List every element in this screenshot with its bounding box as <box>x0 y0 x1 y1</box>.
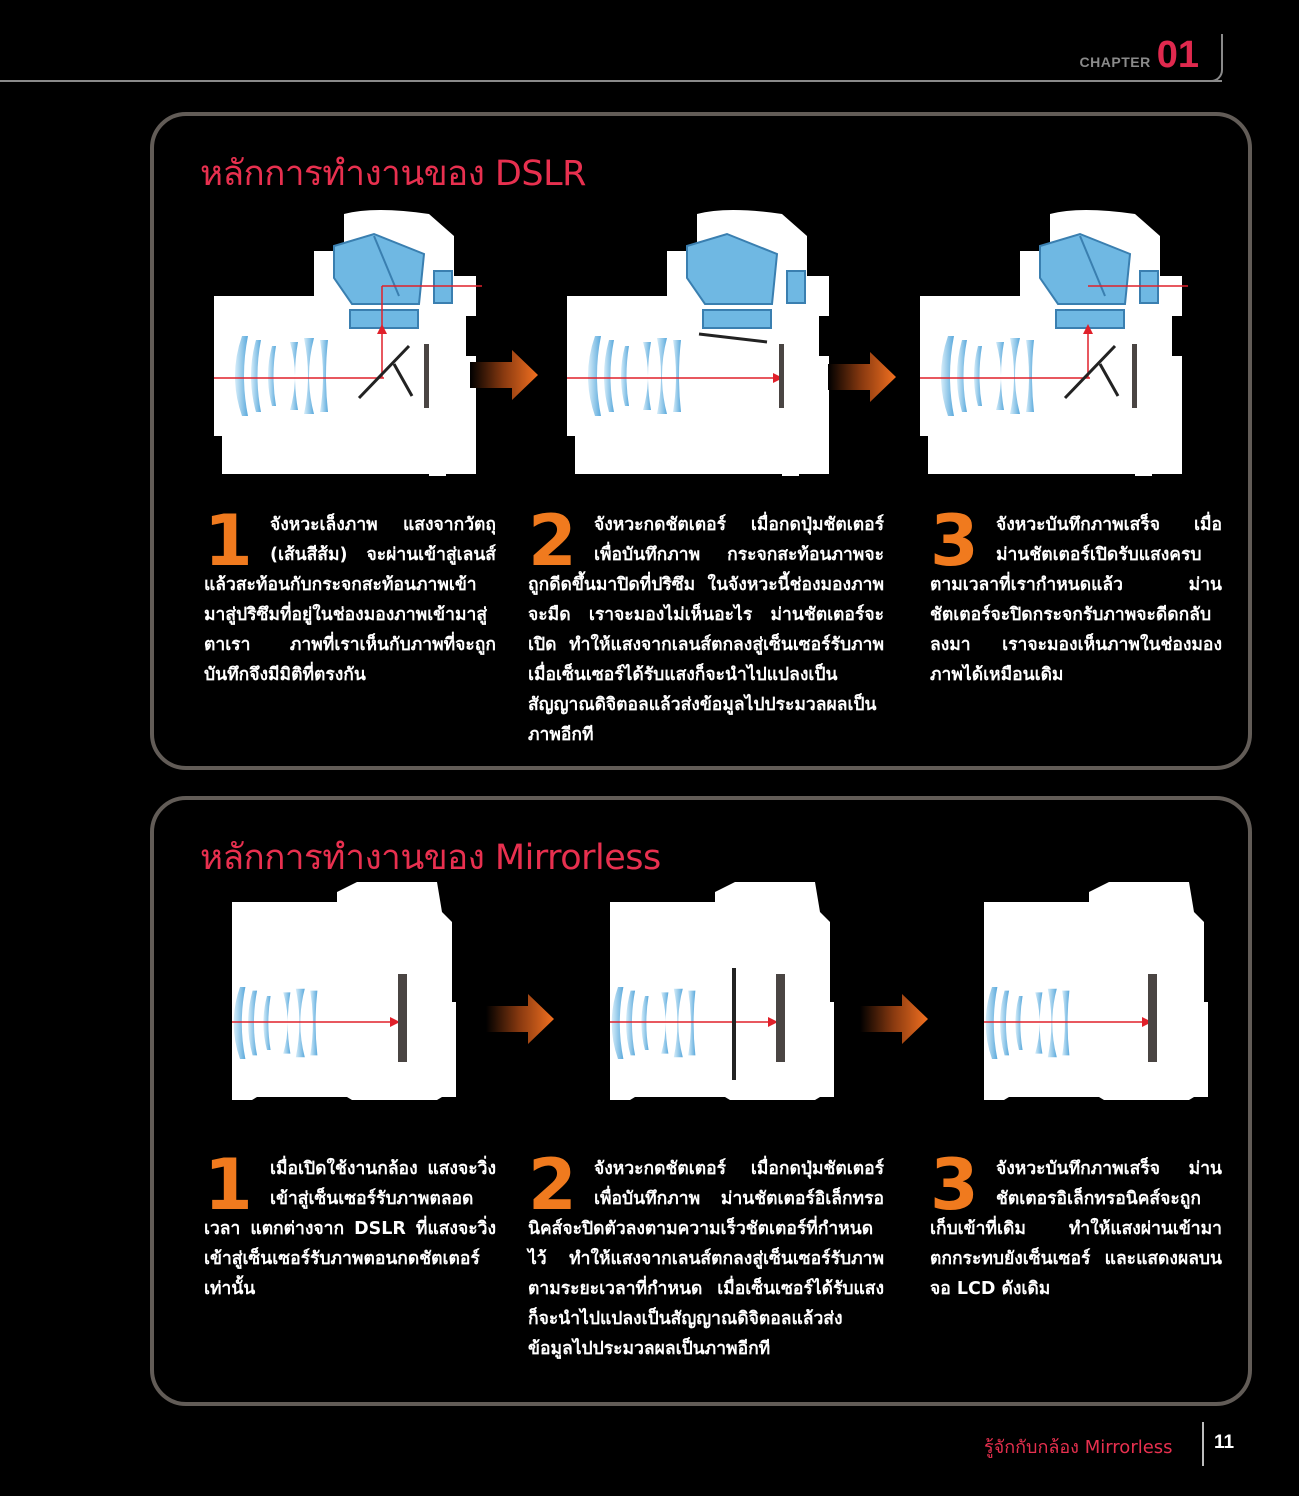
step-number: 3 <box>930 1144 979 1226</box>
step-number: 2 <box>528 1144 577 1226</box>
chapter-marker: CHAPTER 01 <box>1080 36 1199 74</box>
mirrorless-diagram-shutter <box>610 882 840 1104</box>
step-number: 1 <box>204 500 253 582</box>
mirrorless-panel: หลักการทำงานของ Mirrorless <box>150 796 1252 1406</box>
step-text: จังหวะกดชัตเตอร์ เมื่อกดปุ่มชัตเตอร์เพื่… <box>528 1159 884 1359</box>
dslr-diagram-complete <box>920 206 1195 486</box>
dslr-diagram-viewing <box>214 206 489 486</box>
mirrorless-step-1: 1 เมื่อเปิดใช้งานกล้อง แสงจะวิ่งเข้าสู่เ… <box>204 1150 496 1304</box>
header-rule-hook <box>1205 34 1223 82</box>
step-text: จังหวะเล็งภาพ แสงจากวัตถุ (เส้นสีส้ม) จะ… <box>204 515 496 685</box>
step-text: จังหวะกดชัตเตอร์ เมื่อกดปุ่มชัตเตอร์เพื่… <box>528 515 884 745</box>
step-number: 1 <box>204 1144 253 1226</box>
mirrorless-arrow-1 <box>486 994 554 1044</box>
mirrorless-diagram-complete <box>984 882 1214 1104</box>
dslr-diagram-shutter <box>567 206 842 486</box>
step-text: จังหวะบันทึกภาพเสร็จ ม่านชัตเตอรอิเล็กทร… <box>930 1159 1222 1299</box>
footer-divider <box>1202 1422 1204 1466</box>
chapter-number: 01 <box>1156 34 1199 76</box>
footer-book-title: รู้จักกับกล้อง Mirrorless <box>984 1437 1173 1458</box>
page-number: 11 <box>1214 1432 1235 1453</box>
mirrorless-title: หลักการทำงานของ Mirrorless <box>200 838 661 878</box>
mirrorless-step-3: 3 จังหวะบันทึกภาพเสร็จ ม่านชัตเตอรอิเล็ก… <box>930 1150 1222 1304</box>
dslr-title: หลักการทำงานของ DSLR <box>200 154 586 194</box>
chapter-label: CHAPTER <box>1079 54 1151 70</box>
step-number: 2 <box>528 500 577 582</box>
header-rule <box>0 80 1222 82</box>
step-text: จังหวะบันทึกภาพเสร็จ เมื่อม่านชัตเตอร์เป… <box>930 515 1222 685</box>
mirrorless-diagram-live <box>232 882 462 1104</box>
dslr-step-1: 1 จังหวะเล็งภาพ แสงจากวัตถุ (เส้นสีส้ม) … <box>204 506 496 690</box>
dslr-step-2: 2 จังหวะกดชัตเตอร์ เมื่อกดปุ่มชัตเตอร์เพ… <box>528 506 884 750</box>
step-number: 3 <box>930 500 979 582</box>
dslr-step-3: 3 จังหวะบันทึกภาพเสร็จ เมื่อม่านชัตเตอร์… <box>930 506 1222 690</box>
mirrorless-arrow-2 <box>860 994 928 1044</box>
step-text: เมื่อเปิดใช้งานกล้อง แสงจะวิ่งเข้าสู่เซ็… <box>204 1159 496 1299</box>
dslr-arrow-1 <box>470 350 538 400</box>
mirrorless-step-2: 2 จังหวะกดชัตเตอร์ เมื่อกดปุ่มชัตเตอร์เพ… <box>528 1150 884 1364</box>
dslr-panel: หลักการทำงานของ DSLR <box>150 112 1252 770</box>
dslr-arrow-2 <box>828 352 896 402</box>
